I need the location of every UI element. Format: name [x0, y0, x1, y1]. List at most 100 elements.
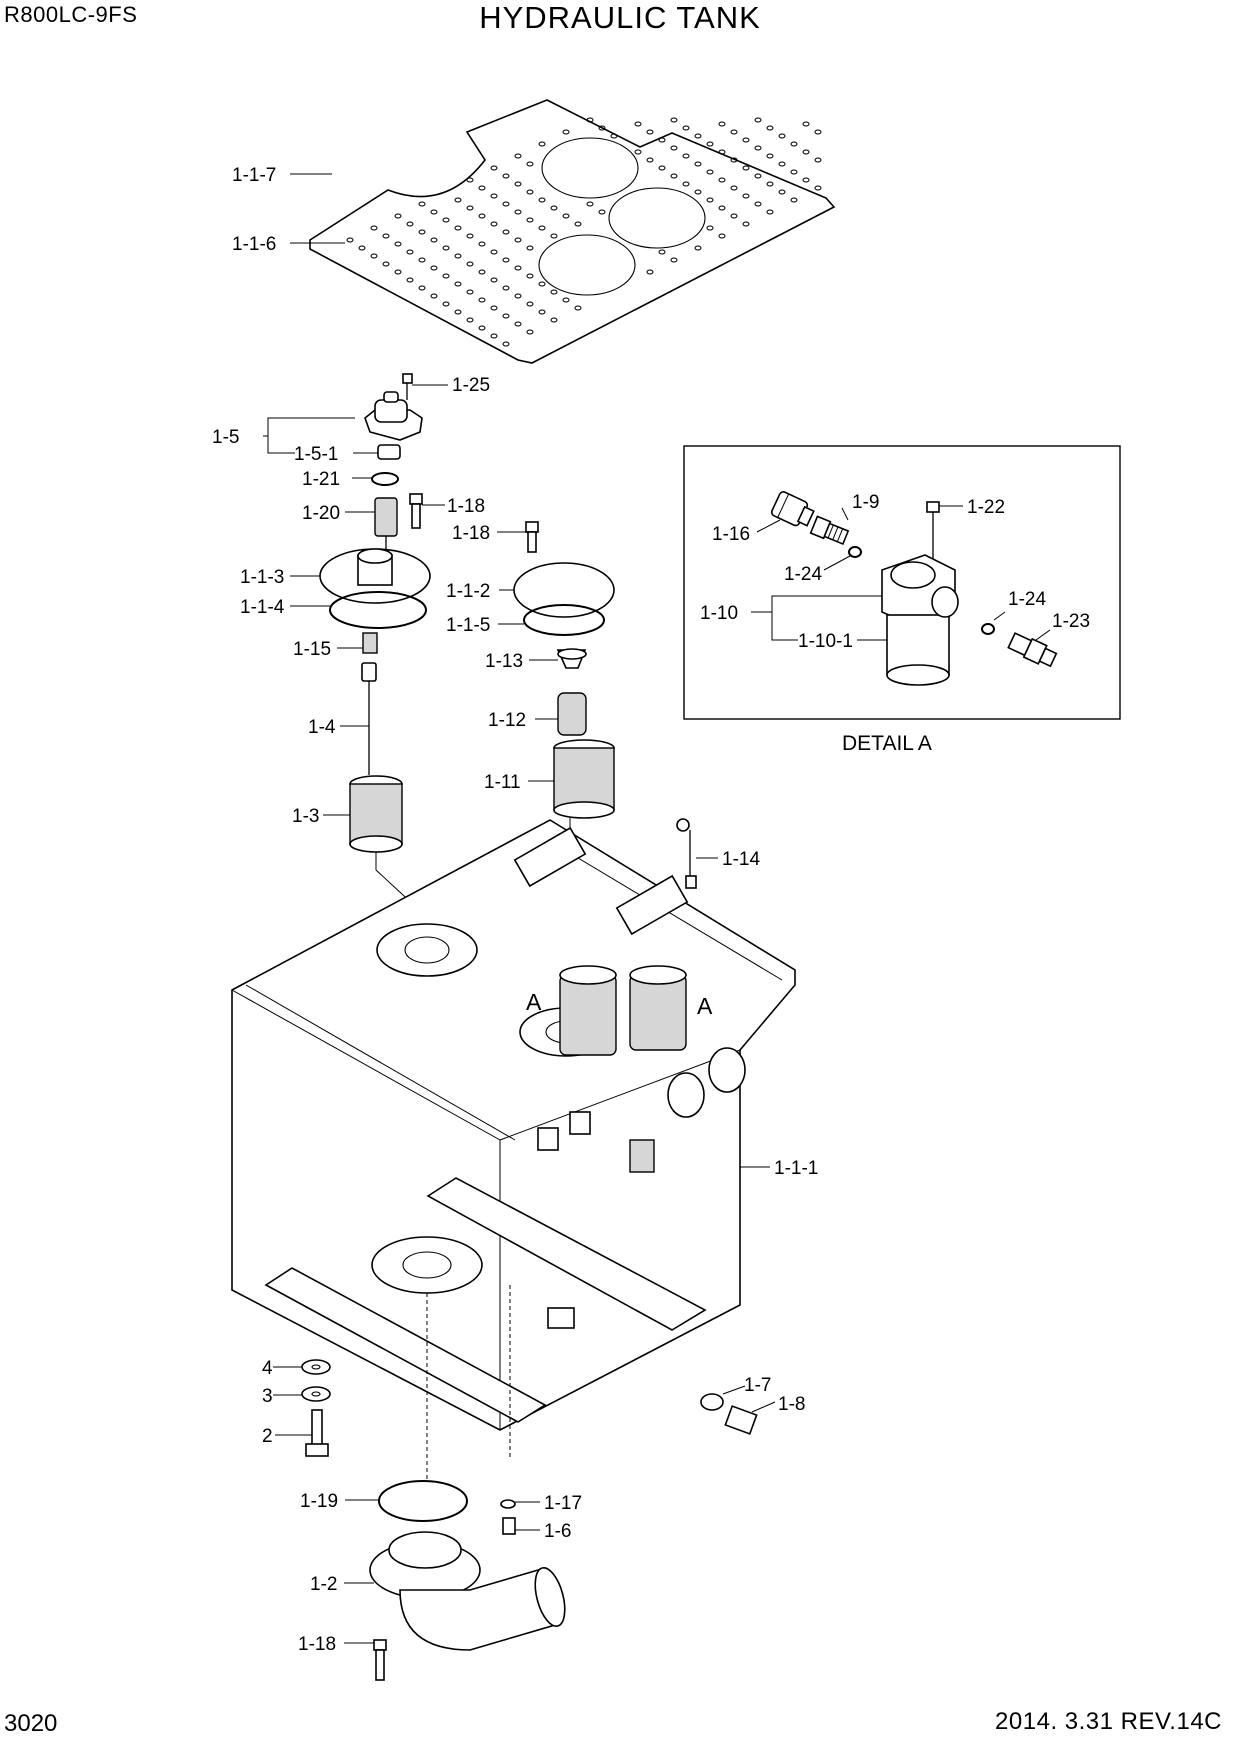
plate-perforation: [418, 201, 426, 207]
plate-perforation: [730, 213, 738, 219]
plate-perforation: [346, 237, 354, 243]
callout-1-1-4: 1-1-4: [240, 597, 285, 618]
plate-perforation: [466, 233, 474, 239]
plate-perforation: [754, 201, 762, 207]
plate-perforation: [406, 249, 414, 255]
plate-perforation: [478, 241, 486, 247]
plate-perforation: [490, 333, 498, 339]
plate-perforation: [814, 185, 822, 191]
plate-perforation: [694, 161, 702, 167]
hydraulic-tank-body: [231, 819, 796, 1480]
callout-3: 3: [262, 1386, 273, 1407]
callout-4: 4: [262, 1358, 273, 1379]
plate-perforation: [442, 273, 450, 279]
plate-perforation: [742, 193, 750, 199]
plate-perforation: [538, 141, 546, 147]
callout-1-8: 1-8: [778, 1394, 805, 1415]
plate-perforation: [418, 257, 426, 263]
plate-perforation: [754, 173, 762, 179]
plate-perforation: [478, 185, 486, 191]
bottom-fasteners: [301, 1359, 758, 1681]
plate-perforation: [502, 285, 510, 291]
plate-perforation: [658, 249, 666, 255]
view-marker-a-right: A: [697, 993, 713, 1019]
plate-perforation: [466, 177, 474, 183]
plate-perforation: [394, 269, 402, 275]
plate-perforation: [406, 277, 414, 283]
callout-1-22: 1-22: [967, 497, 1005, 518]
callout-1-13: 1-13: [485, 651, 523, 672]
plate-perforation: [802, 177, 810, 183]
plate-perforation: [370, 253, 378, 259]
plate-perforation: [502, 341, 510, 347]
callout-1-1-2: 1-1-2: [446, 581, 490, 602]
callout-1-3: 1-3: [292, 806, 319, 827]
plate-perforation: [790, 169, 798, 175]
plate-perforation: [502, 257, 510, 263]
plate-perforation: [514, 237, 522, 243]
plate-perforation: [682, 153, 690, 159]
plate-perforation: [658, 165, 666, 171]
callout-1-11: 1-11: [484, 772, 521, 793]
plate-perforation: [442, 245, 450, 251]
plate-perforation: [478, 297, 486, 303]
callout-2: 2: [262, 1426, 273, 1447]
plate-perforation: [514, 181, 522, 187]
plate-perforation: [682, 181, 690, 187]
plate-perforation: [718, 149, 726, 155]
plate-perforation: [538, 197, 546, 203]
plate-perforation: [574, 221, 582, 227]
level-gauge-tube: [676, 818, 697, 889]
plate-perforation: [682, 125, 690, 131]
plate-perforation: [466, 317, 474, 323]
plate-perforation: [382, 233, 390, 239]
callout-1-1-5: 1-1-5: [446, 615, 490, 636]
plate-perforation: [718, 177, 726, 183]
plate-perforation: [442, 217, 450, 223]
plate-perforation: [634, 149, 642, 155]
plate-perforation: [730, 157, 738, 163]
plate-perforation: [478, 269, 486, 275]
plate-perforation: [418, 285, 426, 291]
detail-a-frame: [683, 445, 1121, 720]
plate-perforation: [670, 145, 678, 151]
plate-perforation: [454, 281, 462, 287]
plate-perforation: [454, 309, 462, 315]
callout-1-24: 1-24: [784, 564, 822, 585]
return-filter-stack: [513, 521, 615, 960]
page-title: HYDRAULIC TANK: [479, 0, 761, 35]
plate-perforation: [382, 261, 390, 267]
plate-perforation: [694, 133, 702, 139]
plate-perforation: [514, 209, 522, 215]
plate-perforation: [478, 213, 486, 219]
plate-perforation: [778, 161, 786, 167]
plate-perforation: [646, 269, 654, 275]
plate-perforation: [490, 249, 498, 255]
plate-perforation: [778, 189, 786, 195]
detail-a-caption: DETAIL A: [842, 732, 932, 755]
breather-stack: [319, 373, 431, 936]
plate-perforation: [490, 305, 498, 311]
callout-labels: 1-1-7 1-1-6 1-25 1-5 1-5-1 1-21 1-18 1-2…: [212, 165, 1090, 1655]
plate-perforation: [730, 129, 738, 135]
callout-1-15: 1-15: [293, 639, 331, 660]
model-code: R800LC-9FS: [4, 2, 138, 27]
callout-leaders: [263, 173, 1051, 1644]
callout-1-9: 1-9: [852, 492, 879, 513]
plate-perforation: [526, 273, 534, 279]
plate-perforation: [742, 165, 750, 171]
plate-perforation: [646, 129, 654, 135]
perforated-cover-plate: [309, 99, 836, 364]
callout-1-10: 1-10: [700, 603, 738, 624]
plate-perforation: [394, 241, 402, 247]
plate-perforation: [370, 225, 378, 231]
plate-perforation: [406, 221, 414, 227]
callout-1-18: 1-18: [447, 496, 485, 517]
plate-perforation: [502, 229, 510, 235]
plate-perforation: [466, 205, 474, 211]
plate-perforation: [454, 253, 462, 259]
plate-perforation: [790, 197, 798, 203]
plate-perforation: [502, 313, 510, 319]
plate-perforation: [430, 237, 438, 243]
plate-perforation: [538, 309, 546, 315]
